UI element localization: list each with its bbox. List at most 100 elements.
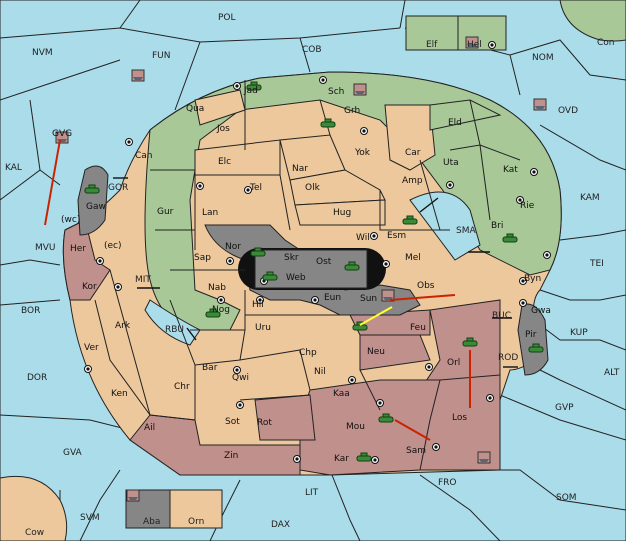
land-label: Kor: [82, 282, 97, 292]
sea-label: SMA: [456, 226, 476, 236]
sea-label: KUP: [570, 328, 588, 338]
fleet-tile: [465, 36, 479, 49]
army-turret: [466, 337, 474, 342]
land-label: Wil: [356, 233, 370, 243]
land-label: Obs: [417, 281, 435, 291]
land-label: Orl: [447, 358, 460, 368]
land-label: Lan: [202, 208, 218, 218]
hel-island: [457, 15, 507, 51]
supply-center-dot: [521, 301, 525, 305]
army-icon[interactable]: [84, 184, 100, 194]
army-icon[interactable]: [205, 308, 221, 318]
land-label: Eun: [324, 293, 341, 303]
land-label: Amp: [402, 176, 423, 186]
units-layer: [55, 36, 547, 502]
army-icon[interactable]: [378, 413, 394, 423]
rbu-inner-sea: [144, 299, 201, 346]
land-label: Qua: [186, 104, 204, 114]
supply-center-dot: [219, 298, 223, 302]
land-label: Gaw: [86, 202, 106, 212]
sea-label: TEI: [589, 259, 604, 269]
supply-centers: [84, 41, 551, 464]
land-label: GVG: [52, 129, 72, 139]
fleet-tile: [126, 489, 140, 502]
land-label: Hug: [333, 208, 351, 218]
land-label: Pir: [525, 330, 537, 340]
supply-center-dot: [86, 367, 90, 371]
land-label: Ail: [144, 423, 155, 433]
fleet-hull: [467, 44, 477, 47]
land-label: Uru: [255, 323, 271, 333]
land-label: Rie: [520, 201, 535, 211]
supply-center-dot: [295, 457, 299, 461]
fleet-icon[interactable]: [126, 489, 140, 502]
army-body: [378, 416, 394, 423]
land-label: Kar: [334, 454, 349, 464]
sea-label: KAM: [580, 193, 600, 203]
sea-label: BOR: [21, 306, 40, 316]
land-label: Jos: [216, 124, 230, 134]
order-arrows: [44, 139, 471, 441]
land-label: Sot: [225, 417, 240, 427]
sea-label: ROD: [498, 353, 518, 363]
orn-island: [169, 489, 223, 529]
army-body: [84, 187, 100, 194]
land-label: Zin: [224, 451, 238, 461]
supply-center-dot: [532, 170, 536, 174]
sea-label: GOR: [108, 183, 128, 193]
supply-center-dot: [488, 396, 492, 400]
army-body: [462, 340, 478, 347]
army-icon[interactable]: [320, 118, 336, 128]
fleet-icon[interactable]: [465, 36, 479, 49]
zin-ail-region: [129, 414, 301, 476]
land-label: Bar: [202, 363, 218, 373]
fleet-hull: [355, 91, 365, 94]
sea-label: NOM: [532, 53, 554, 63]
land-label: Chp: [299, 348, 317, 358]
fleet-icon[interactable]: [131, 69, 145, 82]
army-icon[interactable]: [262, 271, 278, 281]
sma-inner-sea: [409, 191, 481, 261]
fleet-hull: [133, 77, 143, 80]
sea-label: Aba: [143, 517, 160, 527]
fleet-icon[interactable]: [353, 83, 367, 96]
army-icon[interactable]: [250, 247, 266, 257]
army-body: [528, 346, 544, 353]
land-label: Mou: [346, 422, 365, 432]
sea-label: Cow: [25, 528, 44, 538]
land-label: Gur: [157, 207, 174, 217]
army-turret: [88, 184, 96, 189]
supply-center-dot: [235, 84, 239, 88]
fleet-icon[interactable]: [533, 98, 547, 111]
army-icon[interactable]: [402, 215, 418, 225]
army-icon[interactable]: [344, 261, 360, 271]
army-turret: [382, 413, 390, 418]
supply-center-dot: [384, 262, 388, 266]
army-icon[interactable]: [246, 81, 262, 91]
fleet-icon[interactable]: [477, 451, 491, 464]
army-icon[interactable]: [462, 337, 478, 347]
army-icon[interactable]: [528, 343, 544, 353]
supply-center-dot: [350, 378, 354, 382]
land-label: Mel: [405, 253, 421, 263]
supply-center-dot: [321, 78, 325, 82]
sea-label: Con: [597, 38, 615, 48]
land-label: Elc: [218, 157, 231, 167]
sea-label: DAX: [271, 520, 290, 530]
army-icon[interactable]: [502, 233, 518, 243]
supply-center-dot: [448, 183, 452, 187]
fleet-hull: [535, 106, 545, 109]
army-icon[interactable]: [356, 452, 372, 462]
supply-center-dot: [545, 253, 549, 257]
land-label: Kat: [503, 165, 518, 175]
land-label: Rot: [257, 418, 272, 428]
army-turret: [506, 233, 514, 238]
army-body: [352, 324, 368, 331]
move-arrow-red: [389, 294, 456, 301]
army-turret: [209, 308, 217, 313]
fleet-tile: [55, 131, 69, 144]
land-label: Kaa: [333, 389, 350, 399]
land-label: Chr: [174, 382, 190, 392]
